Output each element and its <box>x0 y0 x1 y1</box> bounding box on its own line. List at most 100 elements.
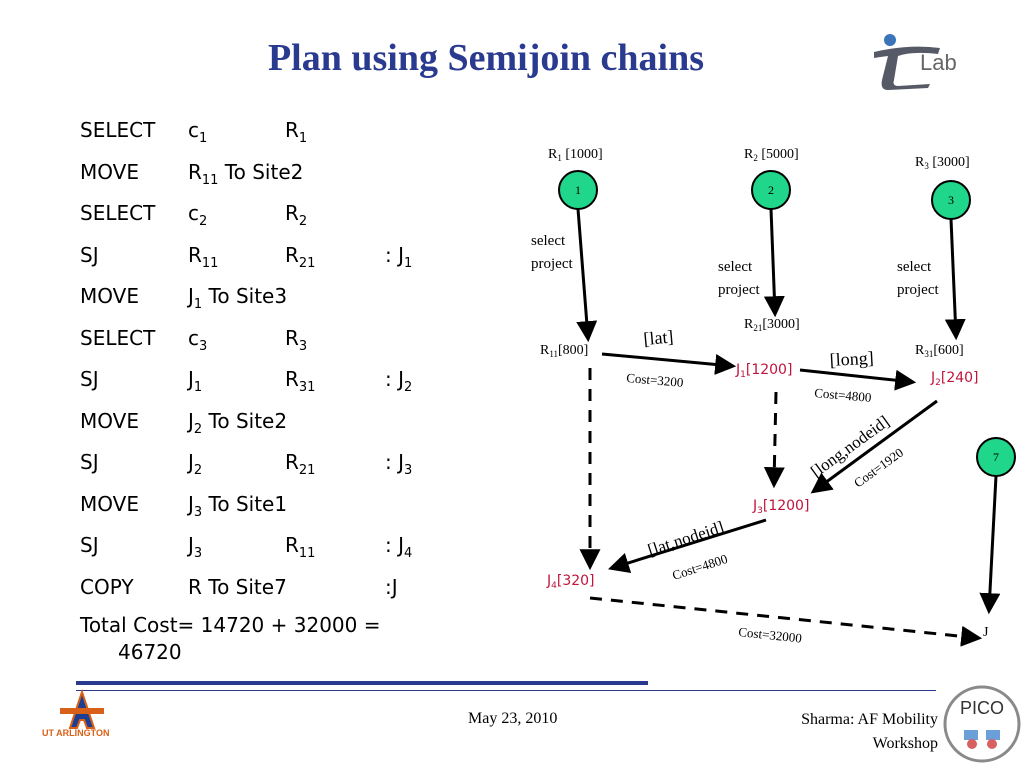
plan-step: SELECT c1 R1 <box>80 118 500 160</box>
svg-text:2: 2 <box>768 183 774 197</box>
plan-step-relation: R21 <box>285 450 316 478</box>
footer-author-line1: Sharma: AF Mobility <box>801 711 938 728</box>
node-2-caption: R2 [5000] <box>744 147 799 163</box>
plan-step-relation: R21 <box>285 242 316 271</box>
node-3-caption: R3 [3000] <box>915 155 970 171</box>
footer-author-line2: Workshop <box>872 735 938 752</box>
svg-text:7: 7 <box>993 450 999 464</box>
plan-step: MOVE J1 To Site3 <box>80 284 500 326</box>
select-label-2: select <box>718 259 753 275</box>
plan-step-operand: J3 To Site1 <box>188 491 288 520</box>
edge-label-long: [long] <box>829 348 874 370</box>
footer-rule-thick <box>76 681 648 685</box>
plan-step-operation: SJ <box>80 450 99 474</box>
select-label-3: select <box>897 259 932 275</box>
plan-step-relation: R3 <box>285 325 308 354</box>
plan-step: MOVE J2 To Site2 <box>80 409 500 451</box>
plan-step: MOVE J3 To Site1 <box>80 492 500 534</box>
r21-label: R21[3000] <box>744 317 800 333</box>
ilab-logo-text: Lab <box>920 50 957 75</box>
footer-rule-thin <box>76 690 936 691</box>
plan-step-result: : J4 <box>385 533 413 561</box>
plan-step-operand: c2 <box>188 201 208 229</box>
plan-step-operand: J1 <box>188 367 203 395</box>
pico-logo-text: PICO <box>960 698 1004 718</box>
edge-cost-4800-b: Cost=4800 <box>670 551 729 583</box>
ut-arlington-text: UT ARLINGTON <box>42 728 110 738</box>
plan-step-operation: MOVE <box>80 408 139 433</box>
plan-step-operand: J3 <box>188 533 203 561</box>
j4-label: J4[320] <box>546 573 595 591</box>
plan-step-relation: R2 <box>285 201 308 229</box>
project-label-3: project <box>897 282 939 298</box>
project-label-1: project <box>531 256 573 272</box>
ilab-logo <box>874 34 940 90</box>
plan-step: SELECT c3 R3 <box>80 326 500 368</box>
edge-j1-j2 <box>799 368 917 391</box>
edge-cost-3200: Cost=3200 <box>626 370 684 390</box>
edge-cost-4800-a: Cost=4800 <box>814 385 872 405</box>
plan-step: COPY R To Site7 :J <box>80 575 500 617</box>
plan-step-operation: SJ <box>80 367 99 391</box>
footer-date: May 23, 2010 <box>468 710 558 727</box>
arrow-node7-to-j <box>979 475 1001 615</box>
edge-r11-j1 <box>601 352 737 375</box>
project-label-2: project <box>718 282 760 298</box>
total-cost-line: Total Cost= 14720 + 32000 = <box>80 613 381 637</box>
plan-step-operand: c3 <box>188 325 208 354</box>
plan-step-operation: SELECT <box>80 325 156 350</box>
plan-step-operand: c1 <box>188 118 208 146</box>
plan-step: SJ J3 R11 : J4 <box>80 533 500 575</box>
plan-step-operation: SELECT <box>80 118 156 142</box>
node-1-caption: R1 [1000] <box>548 147 603 163</box>
plan-step-operand: R11 <box>188 242 219 271</box>
plan-step-operation: SJ <box>80 533 99 557</box>
plan-step-operation: MOVE <box>80 491 139 516</box>
plan-step-operand: J2 To Site2 <box>188 408 288 437</box>
plan-step: SJ J2 R21 : J3 <box>80 450 500 492</box>
slide-title: Plan using Semijoin chains <box>267 37 705 79</box>
site-node-2: 2 <box>751 170 791 210</box>
plan-step: SELECT c2 R2 <box>80 201 500 243</box>
edge-cost-32000: Cost=32000 <box>738 624 803 646</box>
select-arrow-1 <box>576 208 598 343</box>
site-node-3: 3 <box>931 180 971 220</box>
plan-step-operand: R11 To Site2 <box>188 159 304 188</box>
edge-j2-j3 <box>810 399 938 494</box>
j-final-label: J <box>983 625 989 640</box>
plan-step-relation: R11 <box>285 533 316 561</box>
select-arrow-2 <box>763 208 785 318</box>
plan-step-operation: MOVE <box>80 284 139 308</box>
plan-step-operation: SELECT <box>80 201 156 225</box>
svg-text:1: 1 <box>575 183 581 197</box>
edge-j3-j4 <box>607 518 767 574</box>
plan-step-operand: R To Site7 <box>188 574 287 599</box>
select-label-1: select <box>531 233 566 249</box>
plan-step-operation: COPY <box>80 574 134 599</box>
plan-step-operation: MOVE <box>80 159 139 184</box>
ut-arlington-logo <box>60 688 104 729</box>
total-cost: Total Cost= 14720 + 32000 = 46720 <box>80 612 440 666</box>
plan-step: MOVE R11 To Site2 <box>80 160 500 202</box>
r11-label: R11[800] <box>540 343 588 359</box>
pico-logo: PICO <box>943 685 1021 763</box>
plan-step-operand: J2 <box>188 450 203 478</box>
footer-author: Sharma: AF Mobility Workshop <box>720 708 938 756</box>
dashed-j4-j <box>589 596 983 647</box>
site-node-7: 7 <box>976 437 1016 477</box>
site-node-1: 1 <box>558 170 598 210</box>
plan-step-relation: R31 <box>285 367 316 395</box>
dashed-j1-j3 <box>763 391 785 489</box>
svg-text:3: 3 <box>948 193 954 207</box>
plan-step-result: : J3 <box>385 450 413 478</box>
plan-step-result: :J <box>385 574 398 599</box>
plan-step-operand: J1 To Site3 <box>188 284 288 312</box>
select-arrow-3 <box>944 218 966 341</box>
plan-step-relation: R1 <box>285 118 308 146</box>
plan-step-operation: SJ <box>80 242 99 267</box>
j2-label: J2[240] <box>930 370 979 388</box>
